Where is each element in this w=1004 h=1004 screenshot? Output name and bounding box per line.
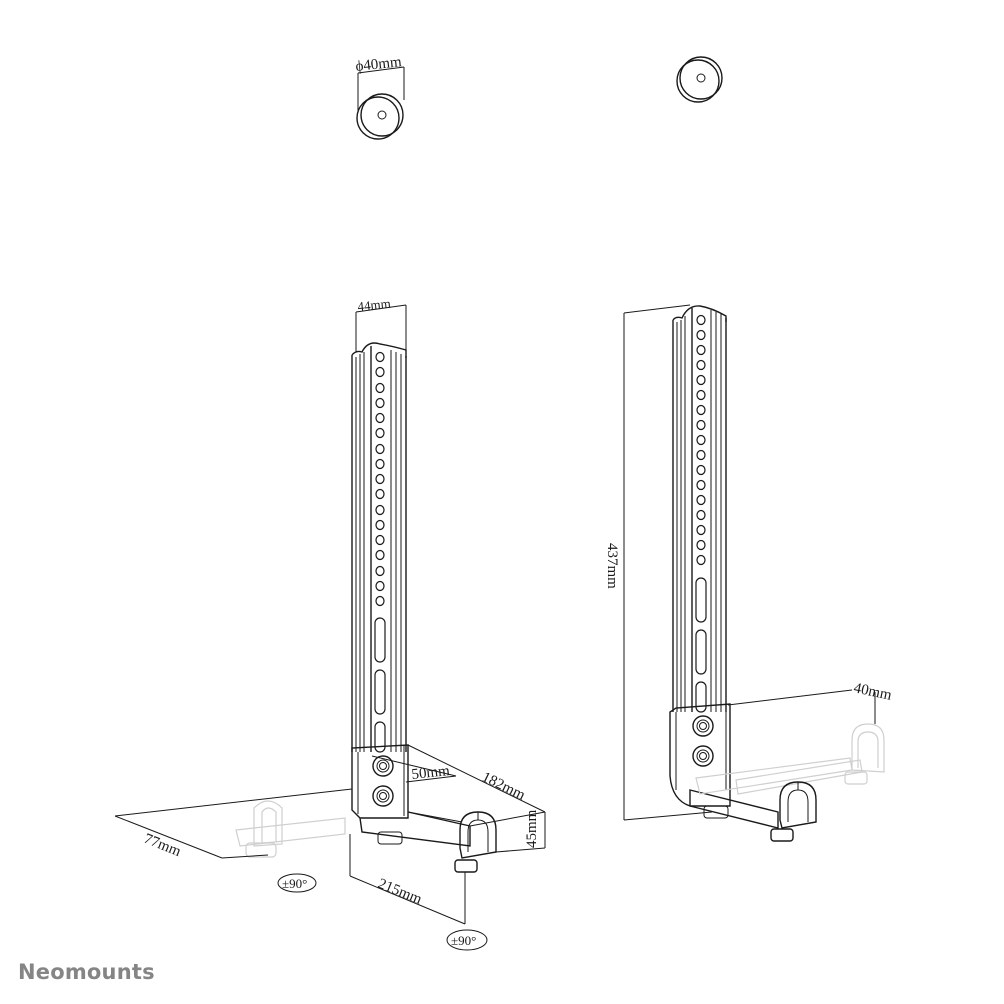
column-right	[623, 304, 727, 821]
dim-clamp-height: 45mm	[524, 809, 540, 848]
column-left	[351, 304, 407, 753]
bracket-left	[114, 744, 546, 951]
rotation-badge-2: ±90°	[451, 933, 476, 948]
rotation-badge-1: ±90°	[282, 876, 307, 891]
dim-bracket-depth: 50mm	[411, 763, 451, 783]
bracket-right	[669, 689, 885, 842]
dim-column-width: 44mm	[357, 296, 392, 314]
brand-logo: Neomounts	[18, 960, 155, 984]
dim-washer-diameter: ϕ40mm	[355, 54, 403, 75]
washer-left	[356, 66, 405, 140]
dim-offset: 77mm	[142, 831, 184, 860]
dim-column-height: 437mm	[604, 543, 620, 589]
dim-arm-length: 215mm	[376, 876, 425, 908]
dim-bracket-length: 182mm	[479, 769, 528, 804]
washer-right	[676, 56, 723, 103]
dim-right-clamp-height: 40mm	[852, 680, 893, 704]
